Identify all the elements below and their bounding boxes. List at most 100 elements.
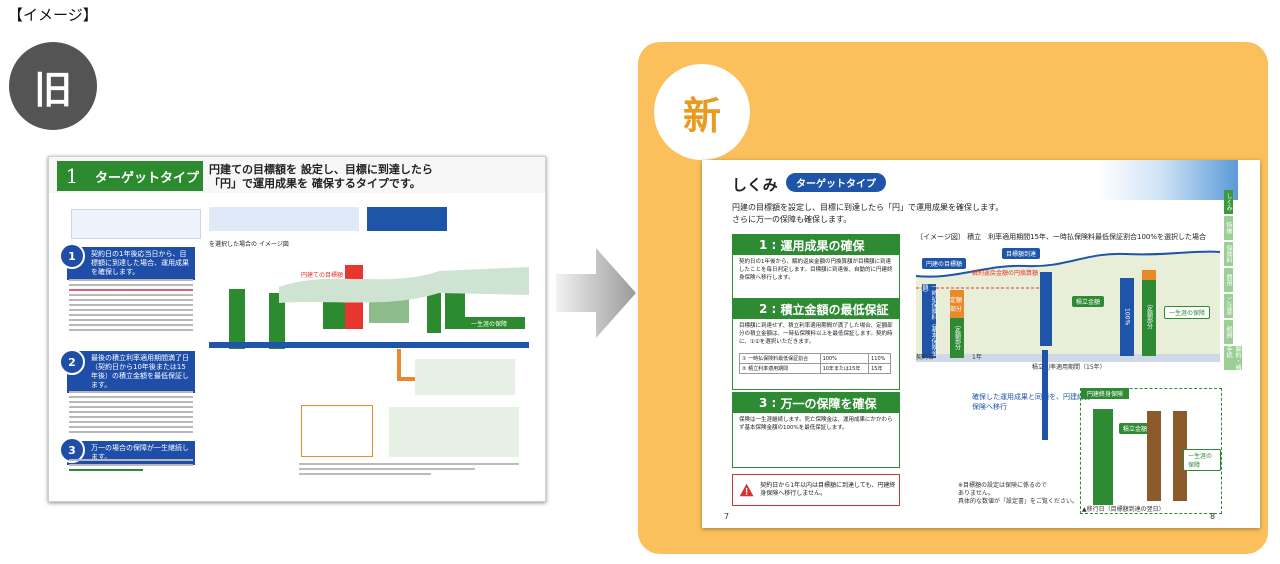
- new-note-line2: ありません。: [958, 490, 994, 497]
- new-lower-tsumitate: 積立金額: [1119, 423, 1152, 434]
- new-box-1: 1 : 運用成果の確保 契約日の1年後から、解約返戻金額の円換算額が目標額に到達…: [732, 234, 900, 302]
- old-step-2-body: [69, 391, 193, 436]
- old-step-1-body: [69, 279, 193, 334]
- old-step-2-text: 最後の積立利率適用期間満了日（契約日から10年後または15年後）の積立金額を最低…: [91, 354, 189, 389]
- new-axis-start: 契約日: [916, 354, 935, 361]
- new-transfer-arrow: [1042, 350, 1048, 440]
- old-type-label: ターゲットタイプ: [87, 161, 203, 191]
- new-lower-header: 円建終身保険: [1081, 388, 1130, 399]
- table-cell: 110%: [868, 353, 891, 364]
- old-chart-col-5: [427, 283, 441, 333]
- new-target-bubble: 目標額到達: [1002, 248, 1041, 259]
- old-badge: 旧: [9, 42, 97, 130]
- new-lower-col-2: [1147, 411, 1161, 501]
- new-box-1-title: 運用成果の確保: [780, 238, 865, 253]
- old-lower-area: [209, 401, 529, 481]
- new-option-table: ① 一時払保険料最低保証割合 100% 110% ② 積立利率適用期間 10年ま…: [739, 353, 891, 374]
- old-chart-col-2: [269, 293, 285, 349]
- old-currency-table: [209, 207, 359, 231]
- new-transfer-text: 確保した運用成果と同額を、円建終身保険へ移行: [972, 393, 1091, 411]
- new-col-fixed: 定額部分: [950, 318, 964, 358]
- new-chart-title: 〔イメージ図〕 積立 利率適用期間15年、一時払保険料最低保証割合100%を選択…: [916, 233, 1207, 241]
- new-lower-col-1: [1093, 409, 1113, 505]
- new-chart-line: [916, 250, 1220, 278]
- old-chart-col-6: [445, 289, 465, 329]
- new-box-2: 2 : 積立金額の最低保証 目標額に到達せず、積立利率適用期間が満了した場合、定…: [732, 298, 900, 390]
- new-intro-line1: 円建の目標額を設定し、目標に到達したら「円」で運用成果を確保します。: [732, 203, 1004, 212]
- sky-banner: [1098, 160, 1238, 200]
- warning-icon: [739, 483, 754, 497]
- new-box-1-text: 契約日の1年後から、解約返戻金額の円換算額が目標額に到達したことを毎日判定します…: [739, 259, 893, 281]
- side-tab-6[interactable]: 税務: [1224, 320, 1233, 344]
- new-box-3: 3 : 万一の保障を確保 保険は一生涯継続します。死亡保険金は、運用成果にかかわ…: [732, 392, 900, 468]
- page-number-right: 8: [1210, 512, 1216, 521]
- image-caption: 【イメージ】: [8, 6, 98, 24]
- new-note-line1: ※目標額の設定は保険に係るので: [958, 482, 1048, 489]
- transition-arrow-icon: [556, 248, 636, 338]
- new-warning-text: 契約日から1年以内は目標額に到達しても、円建終身保険へ移行しません。: [760, 482, 896, 497]
- new-box-3-text: 保険は一生涯継続します。死亡保険金は、運用成果にかかわらず基本保険金額の100%…: [739, 417, 893, 431]
- old-headline: 円建ての目標額を 設定し、目標に到達したら 「円」で運用成果を 確保するタイプで…: [209, 163, 509, 191]
- old-chart-lower-box: [415, 359, 515, 395]
- table-row: ① 一時払保険料最低保証割合 100% 110%: [739, 353, 891, 364]
- new-section-title: しくみ: [732, 176, 778, 194]
- old-step-1-text: 契約日の1年後応当日から、目標額に到達した場合、運用成果を確保します。: [91, 250, 189, 276]
- new-box-2-header: 2 : 積立金額の最低保証: [733, 299, 899, 319]
- old-step-1: 契約日の1年後応当日から、目標額に到達した場合、運用成果を確保します。: [67, 247, 195, 280]
- old-chart-ribbon-label: 一生涯の保障: [471, 320, 507, 328]
- old-rate-table: [367, 207, 447, 231]
- old-lower-chart: [389, 407, 519, 457]
- new-sub-target: 解約返戻金額の円換算額: [972, 270, 1039, 277]
- old-intro-box: [71, 209, 201, 239]
- side-tab-shikumi[interactable]: しくみ: [1224, 190, 1233, 214]
- old-lower-callout: [301, 405, 373, 457]
- side-tab-4[interactable]: 費用: [1224, 268, 1233, 292]
- old-chart: 一生涯の保障 円建ての目標額: [209, 249, 529, 399]
- old-step-2-number: 2: [59, 349, 85, 375]
- new-col-ratio: 100%: [1120, 278, 1134, 356]
- table-cell: 10年または15年: [819, 363, 870, 374]
- old-chart-band: [279, 267, 529, 303]
- new-brochure-spread: しくみ ターゲットタイプ 円建の目標額を設定し、目標に到達したら「円」で運用成果…: [702, 160, 1260, 528]
- old-chart-target-label: 円建ての目標額: [301, 271, 343, 279]
- new-box-3-num: 3: [759, 396, 768, 410]
- table-cell: 100%: [819, 353, 870, 364]
- new-axis-period: 積立利率適用期間（15年）: [1032, 364, 1106, 371]
- new-box-2-text: 目標額に到達せず、積立利率適用期間が満了した場合、定額部分の積立金額は、一時払保…: [739, 323, 893, 345]
- old-brochure-spread: 1 ターゲットタイプ 円建ての目標額を 設定し、目標に到達したら 「円」で運用成…: [48, 156, 546, 502]
- side-tab-5[interactable]: ご注意: [1224, 294, 1233, 318]
- page-number-left: 7: [724, 512, 730, 521]
- new-col-variable: 定額部分: [950, 290, 964, 318]
- side-tab-3[interactable]: 保険料: [1224, 242, 1233, 266]
- new-col-transfer: [1040, 272, 1052, 346]
- new-note: ※目標額の設定は保険に係るので ありません。 具体的な数値が「設定書」をご覧くだ…: [958, 482, 1078, 506]
- new-box-2-num: 2: [759, 302, 768, 316]
- new-lower-lifetime: 一生涯の保障: [1183, 449, 1221, 471]
- new-warning: 契約日から1年以内は目標額に到達しても、円建終身保険へ移行しません。: [732, 474, 900, 506]
- side-tabs: しくみ 特徴 保険料 費用 ご注意 税務 解約・諸手続: [1224, 190, 1260, 372]
- old-chart-ribbon: [465, 317, 525, 329]
- table-cell: 15年: [868, 363, 891, 374]
- new-intro-line2: さらに万一の保障も確保します。: [732, 215, 852, 224]
- table-cell: ① 一時払保険料最低保証割合: [739, 353, 821, 364]
- old-footnote-lines: [299, 463, 519, 477]
- new-col-fixed-2: 定額部分: [1142, 278, 1156, 356]
- new-col-orange-2: [1142, 270, 1156, 280]
- old-step-3-body: [69, 459, 193, 474]
- new-tsumitate-label: 積立金額: [1072, 296, 1105, 307]
- table-row: ② 積立利率適用期間 10年または15年 15年: [739, 363, 891, 374]
- side-tab-7[interactable]: 解約・諸手続: [1224, 346, 1242, 370]
- old-step-3-number: 3: [59, 437, 85, 463]
- new-box-3-title: 万一の保障を確保: [780, 396, 877, 411]
- new-lower-box: 円建終身保険 積立金額 一生涯の保障: [1080, 388, 1222, 514]
- new-col-initial: 一時払保険料（基本保険金額）: [921, 284, 937, 358]
- new-lower-col-3: [1173, 411, 1187, 501]
- old-step-3: 万一の場合の保障が一生継続します。: [67, 441, 195, 465]
- new-box-2-title: 積立金額の最低保証: [780, 302, 889, 317]
- old-steps: 契約日の1年後応当日から、目標額に到達した場合、運用成果を確保します。 1 最後…: [59, 203, 199, 491]
- side-tab-2[interactable]: 特徴: [1224, 216, 1233, 240]
- new-target-label: 円建の目標額: [922, 258, 967, 269]
- new-axis-year: 1年: [972, 354, 982, 361]
- new-intro: 円建の目標額を設定し、目標に到達したら「円」で運用成果を確保します。 さらに万一…: [732, 202, 1132, 226]
- new-box-1-header: 1 : 運用成果の確保: [733, 235, 899, 255]
